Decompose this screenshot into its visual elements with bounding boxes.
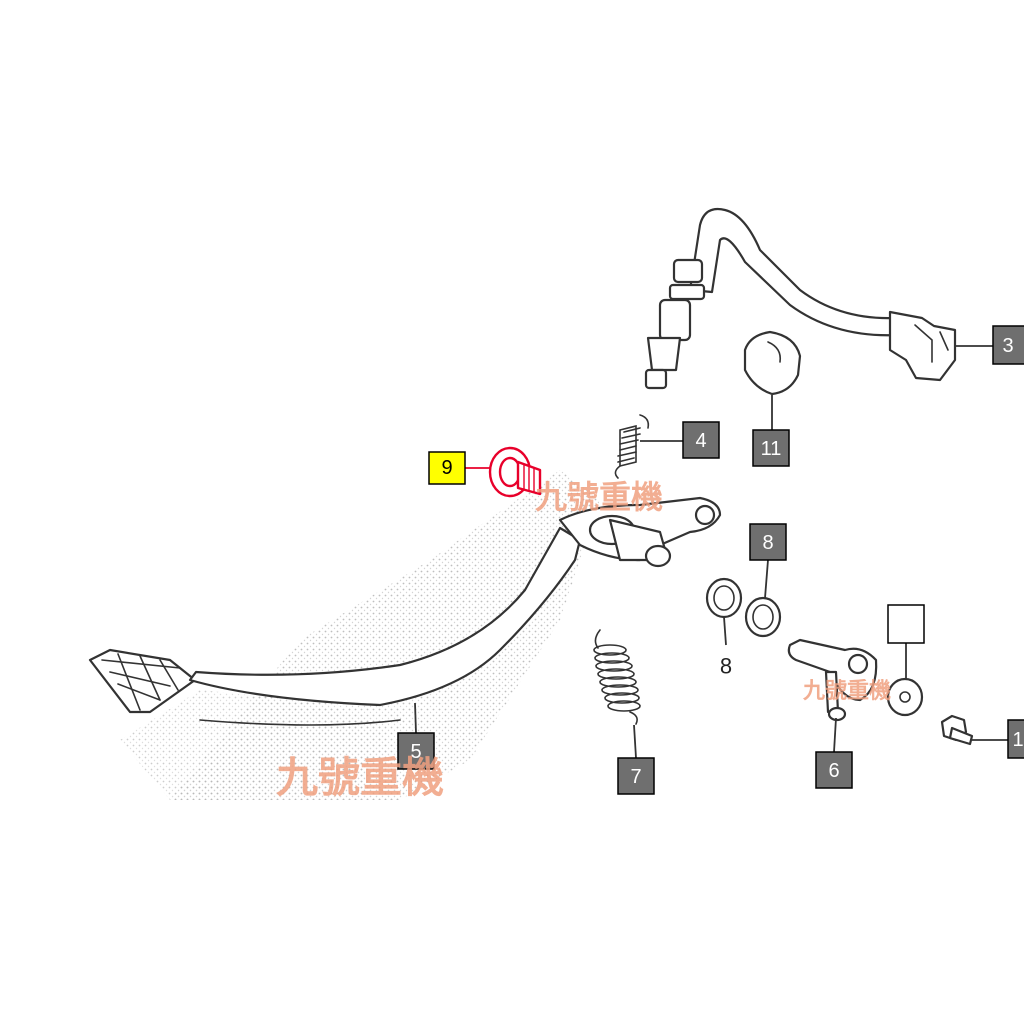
watermark-top: 九號重機: [535, 478, 663, 516]
callout-8-box-label: 8: [762, 532, 773, 554]
callout-1: 1: [1007, 719, 1024, 759]
callout-11: 11: [752, 429, 790, 467]
callout-5-label: 5: [410, 741, 421, 763]
callout-blank: [887, 604, 925, 644]
callout-1-label: 1: [1012, 729, 1023, 751]
part-5-brake-pedal: [88, 496, 722, 726]
part-8-o-rings: [705, 577, 782, 638]
shadow-area: [120, 470, 600, 800]
callout-3: 3: [992, 325, 1024, 365]
part-1-bolt: [940, 714, 974, 746]
callout-8-plain-label: 8: [720, 654, 732, 679]
leader-lines: [414, 345, 1008, 759]
callout-5: 5: [397, 732, 435, 770]
callout-7: 7: [617, 757, 655, 795]
part-9-pivot-bolt: [488, 446, 542, 498]
part-4-switch-spring: [614, 414, 650, 479]
callout-4: 4: [682, 421, 720, 459]
callout-6-label: 6: [828, 760, 839, 782]
part-3-brake-switch-harness: [644, 207, 957, 390]
callout-4-label: 4: [695, 430, 706, 452]
callout-6: 6: [815, 751, 853, 789]
watermark-right: 九號重機: [802, 679, 891, 704]
part-11-clip: [743, 330, 802, 396]
watermark-bottom: 九號重機: [276, 753, 444, 802]
part-7-return-spring: [593, 629, 641, 725]
callout-8-plain: 8: [720, 654, 732, 679]
callout-7-label: 7: [630, 766, 641, 788]
callout-9-label: 9: [441, 457, 452, 479]
washer: [886, 677, 924, 717]
callout-11-label: 11: [761, 438, 782, 460]
part-6-link-plate: [787, 638, 878, 722]
callout-9: 9: [428, 451, 466, 485]
callout-3-label: 3: [1002, 335, 1013, 357]
callout-8-box: 8: [749, 523, 787, 561]
